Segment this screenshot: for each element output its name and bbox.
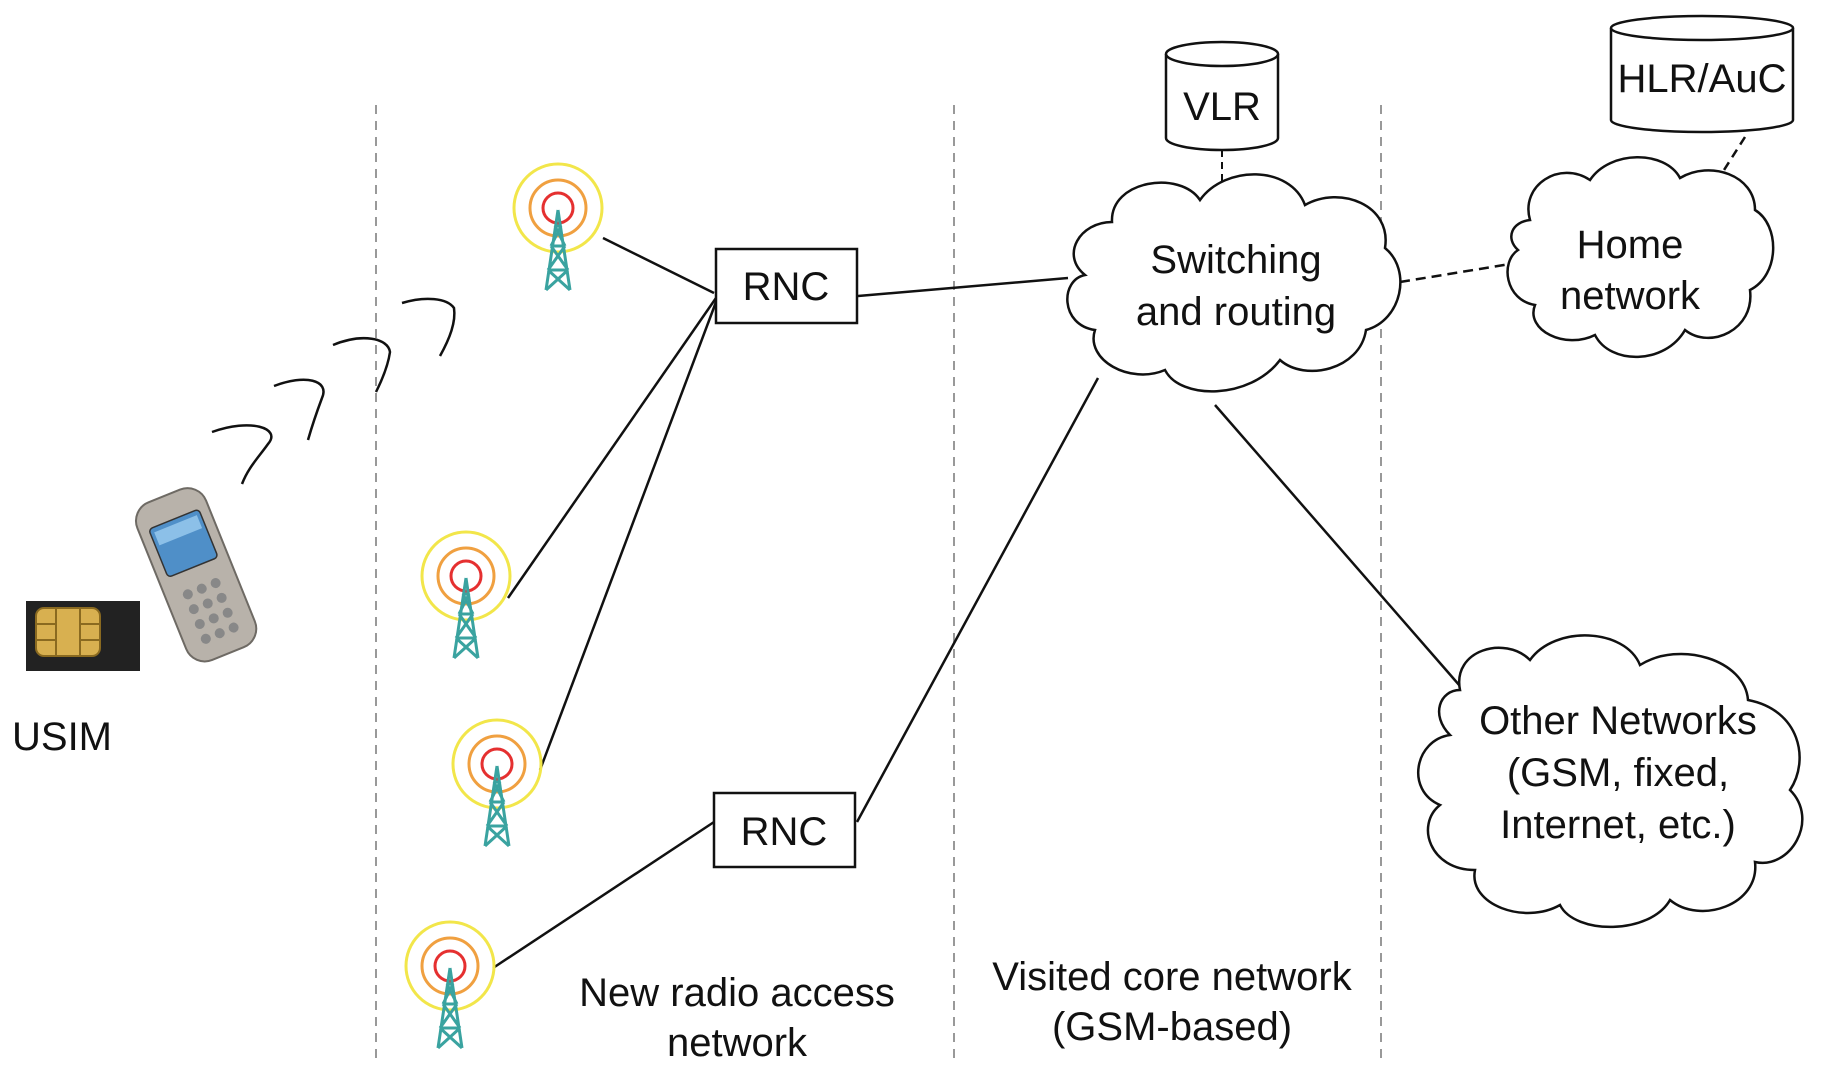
cloud-icon: Other Networks (GSM, fixed, Internet, et…	[1416, 634, 1804, 929]
mobile-phone-icon	[135, 487, 258, 663]
link-hlr-home	[1722, 136, 1747, 171]
home-label-line2: network	[1560, 274, 1701, 318]
switching-label-line2: and routing	[1136, 290, 1336, 334]
link-switching-home	[1399, 262, 1511, 284]
cloud-icon: Switching and routing	[1066, 173, 1402, 393]
link-switching-other	[1214, 404, 1461, 687]
base-station-icon	[451, 718, 543, 848]
link-rnc2-switching	[855, 377, 1100, 823]
home-label-line1: Home	[1577, 223, 1684, 267]
core-caption-line2: (GSM-based)	[1052, 1005, 1292, 1049]
hlr-label: HLR/AuC	[1618, 57, 1787, 101]
database-icon: VLR	[1164, 40, 1280, 152]
radio-waves-icon	[211, 297, 456, 485]
rnc-top-label: RNC	[743, 265, 830, 309]
link-rnc1-switching	[857, 276, 1069, 298]
base-station-icon	[512, 162, 604, 292]
connection-lines	[492, 236, 1461, 970]
rnc-top-node: RNC	[714, 247, 859, 325]
cloud-icon: Home network	[1506, 156, 1775, 359]
ran-caption-line2: network	[667, 1021, 808, 1061]
switching-label-line1: Switching	[1150, 238, 1321, 282]
base-station-icon	[420, 530, 512, 660]
other-label-line3: Internet, etc.)	[1500, 803, 1736, 847]
link-tower3-rnc1	[538, 301, 718, 771]
other-label-line1: Other Networks	[1479, 699, 1757, 743]
core-caption-line1: Visited core network	[992, 955, 1352, 999]
ran-caption-line1: New radio access	[579, 971, 895, 1015]
link-tower4-rnc2	[492, 820, 715, 970]
rnc-bottom-label: RNC	[741, 810, 828, 854]
rnc-bottom-node: RNC	[712, 791, 857, 869]
usim-card-icon	[26, 601, 140, 671]
database-icon: HLR/AuC	[1609, 14, 1795, 134]
link-tower1-rnc1	[602, 236, 715, 295]
base-station-icon	[404, 920, 496, 1050]
vlr-label: VLR	[1183, 85, 1261, 129]
link-tower2-rnc1	[506, 297, 718, 599]
usim-label: USIM	[12, 715, 112, 759]
other-label-line2: (GSM, fixed,	[1507, 751, 1729, 795]
